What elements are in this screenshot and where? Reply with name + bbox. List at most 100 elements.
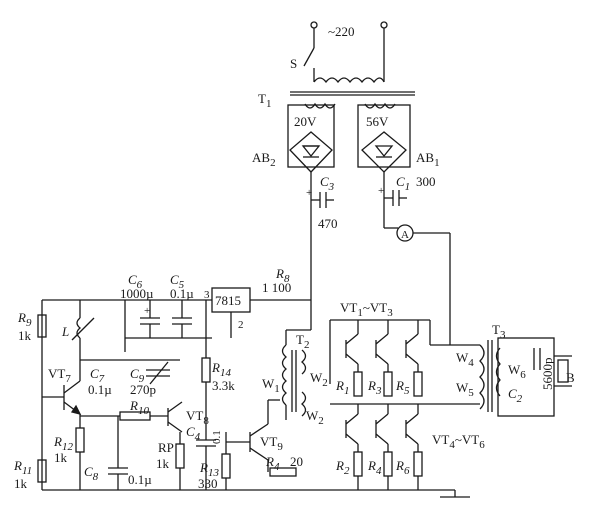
svg-text:C5: C5 xyxy=(170,272,185,291)
svg-text:1k: 1k xyxy=(18,328,32,343)
svg-text:270p: 270p xyxy=(130,382,156,397)
resistor-r4b: R4 xyxy=(367,444,393,490)
svg-text:R9: R9 xyxy=(17,310,32,329)
mains-terminal-left xyxy=(310,21,318,29)
svg-text:R13: R13 xyxy=(199,460,219,479)
mains-input: ~220 S T1 xyxy=(258,21,415,110)
svg-text:W6: W6 xyxy=(508,362,526,381)
bridge-ab1: 56V AB1 xyxy=(357,104,440,228)
ab2-label: AB2 xyxy=(252,150,276,169)
svg-text:VT7: VT7 xyxy=(48,366,71,385)
svg-text:0.1µ: 0.1µ xyxy=(88,382,112,397)
svg-text:C3: C3 xyxy=(320,174,335,193)
svg-text:R6: R6 xyxy=(395,458,410,477)
resistor-r8: R8 1 100 xyxy=(262,266,291,295)
svg-text:5600p: 5600p xyxy=(540,358,555,391)
svg-text:W2: W2 xyxy=(310,370,328,389)
resistor-r6: R6 xyxy=(395,444,423,490)
v20-label: 20V xyxy=(294,114,317,129)
svg-text:C4: C4 xyxy=(186,424,201,443)
svg-text:+: + xyxy=(144,305,150,317)
resistor-r14: R14 3.3k xyxy=(201,300,235,400)
ab1-label: AB1 xyxy=(416,150,440,169)
potentiometer-rp: RP 1k xyxy=(156,432,185,490)
regulator-7815: 3 7815 2 xyxy=(204,287,251,338)
capacitor-c7: C7 0.1µ xyxy=(80,359,180,397)
resistor-r5: R5 xyxy=(395,364,423,397)
svg-text:R8: R8 xyxy=(275,266,290,285)
svg-text:W1: W1 xyxy=(262,376,280,395)
svg-text:300: 300 xyxy=(416,174,436,189)
svg-text:R10: R10 xyxy=(129,398,149,417)
transformer-t2: T2 W1 W2 W2 xyxy=(262,329,328,427)
capacitor-c3: + C3 470 xyxy=(306,174,338,231)
svg-text:T2: T2 xyxy=(296,332,309,351)
svg-text:B: B xyxy=(566,370,575,385)
mains-terminal-right xyxy=(380,21,388,29)
mains-label: ~220 xyxy=(328,24,355,39)
resistor-r13: R13 330 xyxy=(198,432,231,491)
svg-text:RP: RP xyxy=(158,440,174,455)
svg-text:R2: R2 xyxy=(335,458,350,477)
resistor-r12: R12 1k xyxy=(53,414,85,490)
svg-text:1k: 1k xyxy=(54,450,68,465)
capacitor-c8: C8 0.1µ xyxy=(84,416,152,490)
svg-text:W5: W5 xyxy=(456,380,474,399)
resistor-r9: R9 1k xyxy=(17,310,47,343)
svg-text:1000µ: 1000µ xyxy=(120,286,154,301)
resistor-r10: R10 xyxy=(80,398,168,421)
svg-text:0.1µ: 0.1µ xyxy=(170,286,194,301)
v56-label: 56V xyxy=(366,114,389,129)
transistor-vt7: VT7 xyxy=(42,360,82,415)
supply-rail xyxy=(41,299,470,498)
svg-text:1k: 1k xyxy=(14,476,28,491)
svg-text:C6: C6 xyxy=(128,272,143,291)
svg-text:20: 20 xyxy=(290,454,303,469)
svg-text:0.1µ: 0.1µ xyxy=(128,472,152,487)
svg-text:+: + xyxy=(306,187,312,199)
svg-text:C9: C9 xyxy=(130,366,145,385)
inductor-l: L xyxy=(61,300,95,360)
svg-text:1k: 1k xyxy=(156,456,170,471)
svg-text:R4: R4 xyxy=(265,454,280,473)
svg-text:W2: W2 xyxy=(306,408,324,427)
svg-text:VT4~VT6: VT4~VT6 xyxy=(432,432,485,451)
svg-text:3.3k: 3.3k xyxy=(212,378,235,393)
resistor-r4: R4 20 xyxy=(265,454,303,477)
capacitor-c9: C9 270p xyxy=(130,361,170,397)
svg-text:VT9: VT9 xyxy=(260,434,283,453)
svg-text:R1: R1 xyxy=(335,378,349,397)
resistor-r2: R2 xyxy=(335,444,363,490)
crystal-b xyxy=(557,359,569,383)
t1-label: T1 xyxy=(258,91,271,110)
svg-text:L: L xyxy=(61,324,69,339)
bridge-ab2: 20V AB2 xyxy=(252,104,335,330)
transistor-vt9: VT9 xyxy=(226,400,283,461)
t1-secondary-56v xyxy=(364,102,396,109)
capacitor-c6: C6 1000µ + xyxy=(120,272,160,338)
ammeter: A xyxy=(384,224,451,345)
svg-text:VT1~VT3: VT1~VT3 xyxy=(340,300,393,319)
svg-text:1 100: 1 100 xyxy=(262,280,291,295)
t1-primary-coil xyxy=(313,77,385,84)
svg-text:R5: R5 xyxy=(395,378,410,397)
svg-text:W4: W4 xyxy=(456,350,474,369)
svg-text:+: + xyxy=(378,185,384,197)
vt1-vt3-group: VT1~VT3 xyxy=(329,300,450,384)
svg-text:C7: C7 xyxy=(90,366,105,385)
switch-s xyxy=(303,47,315,67)
svg-text:R12: R12 xyxy=(53,434,73,453)
vt4-vt6-group: VT4~VT6 xyxy=(345,404,485,451)
svg-text:R4: R4 xyxy=(367,458,382,477)
t1-secondary-20v xyxy=(304,102,336,109)
svg-text:330: 330 xyxy=(198,476,218,491)
svg-text:R3: R3 xyxy=(367,378,382,397)
resistor-r3: R3 xyxy=(367,364,393,397)
transformer-t3: T3 W4 W5 W6 C2 5600p B xyxy=(430,322,575,417)
svg-text:C1: C1 xyxy=(396,174,410,193)
svg-text:470: 470 xyxy=(318,216,338,231)
capacitor-c4: C4 0.1 xyxy=(186,400,223,490)
capacitor-c5: C5 0.1µ xyxy=(170,272,194,338)
svg-text:C8: C8 xyxy=(84,464,99,483)
